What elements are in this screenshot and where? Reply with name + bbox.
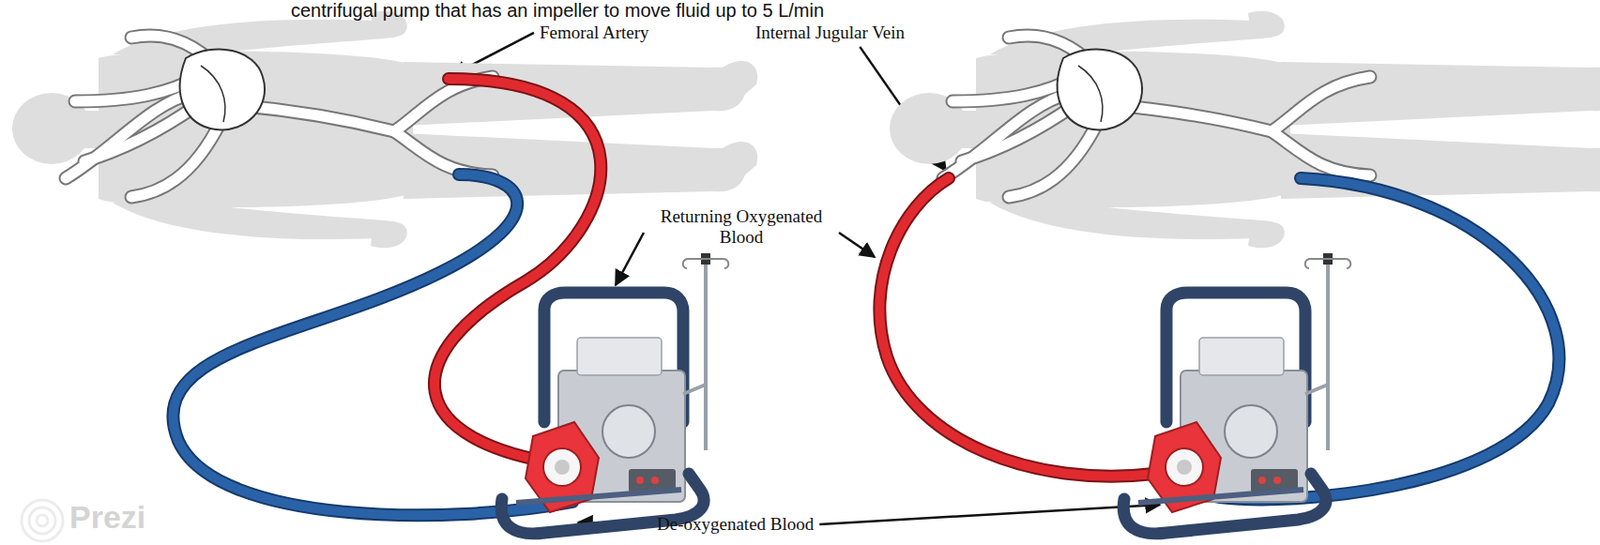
ecmo-pump xyxy=(501,253,729,534)
patient-figure xyxy=(12,11,758,249)
leader-arrow xyxy=(615,232,644,286)
flow-label: De-oxygenated Blood xyxy=(656,514,814,535)
leader-arrow xyxy=(838,232,875,258)
vessel-label: Internal Jugular Vein xyxy=(755,22,905,44)
caption-text: centrifugal pump that has an impeller to… xyxy=(290,0,824,22)
watermark-logo xyxy=(21,500,63,542)
leader-arrow xyxy=(819,504,1160,525)
vessel-label: Femoral Artery xyxy=(539,22,650,44)
tubing xyxy=(172,78,1559,516)
ecmo-pump xyxy=(1123,253,1351,534)
patient-figure xyxy=(889,11,1600,249)
watermark: Prezi xyxy=(69,499,146,536)
flow-label: Returning Oxygenated Blood xyxy=(647,206,836,248)
